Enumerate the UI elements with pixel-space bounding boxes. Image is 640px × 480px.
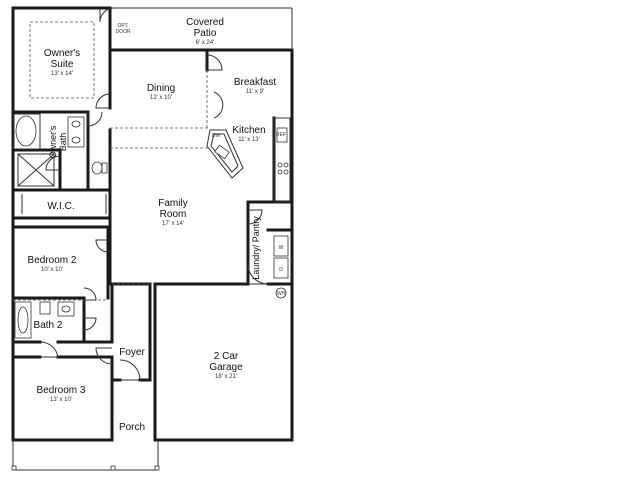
foyer-name: Foyer xyxy=(119,347,145,358)
laundry-pantry-name: Laundry/ Pantry xyxy=(251,216,261,280)
breakfast-label: Breakfast 11' x 9' xyxy=(234,77,276,95)
covered-patio-name-line1: Covered xyxy=(186,17,224,28)
dryer-tag: D xyxy=(279,267,283,273)
bedroom3-label: Bedroom 3 13' x 10' xyxy=(37,385,86,403)
porch-name: Porch xyxy=(119,422,145,433)
foyer-label: Foyer xyxy=(119,347,145,358)
owners-bath-name-line1: Owner's xyxy=(48,125,58,158)
owners-suite-name-line1: Owner's xyxy=(44,48,80,59)
family-room-label: Family Room 17' x 14' xyxy=(158,198,187,227)
exterior-walls xyxy=(11,6,294,442)
owners-suite-name-line2: Suite xyxy=(51,59,74,70)
bath2-fixtures xyxy=(14,301,75,339)
bedroom2-dim: 10' x 10' xyxy=(41,267,63,273)
family-room-dim: 17' x 14' xyxy=(162,221,184,227)
laundry-pantry-label: Laundry/ Pantry W D WH xyxy=(251,216,286,297)
dishwasher-tag: DW xyxy=(212,133,221,139)
owners-suite-dim: 13' x 14' xyxy=(51,71,73,77)
kitchen-name: Kitchen xyxy=(232,125,265,136)
bedroom3-name: Bedroom 3 xyxy=(37,385,86,396)
owners-bath-label: Owner's Bath xyxy=(48,125,68,158)
patio-outline xyxy=(110,7,293,50)
wic-shelving xyxy=(21,194,107,214)
opt-door-label: OPT. DOOR xyxy=(116,23,131,35)
garage-name-line1: 2 Car xyxy=(214,351,239,362)
family-room-name-line2: Room xyxy=(160,209,187,220)
dining-name: Dining xyxy=(147,83,175,94)
wic-name: W.I.C. xyxy=(47,201,74,212)
breakfast-dim: 11' x 9' xyxy=(246,89,264,95)
owners-suite-label: Owner's Suite 13' x 14' xyxy=(44,48,80,77)
dining-dim: 12' x 10' xyxy=(150,95,172,101)
doors xyxy=(39,7,269,381)
kitchen-island xyxy=(206,129,244,179)
breakfast-name: Breakfast xyxy=(234,77,276,88)
bath2-label: Bath 2 xyxy=(34,320,63,331)
washer-tag: W xyxy=(279,245,284,251)
covered-patio-dim: 6' x 24' xyxy=(196,40,215,46)
porch-outline xyxy=(11,440,160,471)
porch-label: Porch xyxy=(119,422,145,433)
interior-walls xyxy=(11,48,294,442)
bedroom2-label: Bedroom 2 10' x 10' xyxy=(28,255,77,273)
opt-door-line1: OPT. xyxy=(117,23,128,29)
dining-label: Dining 12' x 10' xyxy=(147,83,175,101)
kitchen-counters xyxy=(273,117,291,203)
refrigerator-tag: REF xyxy=(276,132,286,138)
kitchen-dim: 11' x 13' xyxy=(238,137,260,143)
covered-patio-label: Covered Patio 6' x 24' xyxy=(186,17,224,46)
laundry-fixtures xyxy=(273,235,289,299)
water-heater-tag: WH xyxy=(277,291,286,297)
bedroom2-name: Bedroom 2 xyxy=(28,255,77,266)
opt-door-line2: DOOR xyxy=(116,29,131,35)
wic-label: W.I.C. xyxy=(47,201,74,212)
garage-label: 2 Car Garage 18' x 21' xyxy=(209,351,243,380)
bath2-name: Bath 2 xyxy=(34,320,63,331)
covered-patio-name-line2: Patio xyxy=(194,28,217,39)
garage-dim: 18' x 21' xyxy=(215,374,237,380)
garage-name-line2: Garage xyxy=(209,362,243,373)
owners-bath-name-line2: Bath xyxy=(58,133,68,152)
family-room-name-line1: Family xyxy=(158,198,187,209)
bedroom3-dim: 13' x 10' xyxy=(50,397,72,403)
kitchen-label: Kitchen 11' x 13' DW REF xyxy=(212,125,286,143)
dashed-boundaries xyxy=(13,21,210,301)
